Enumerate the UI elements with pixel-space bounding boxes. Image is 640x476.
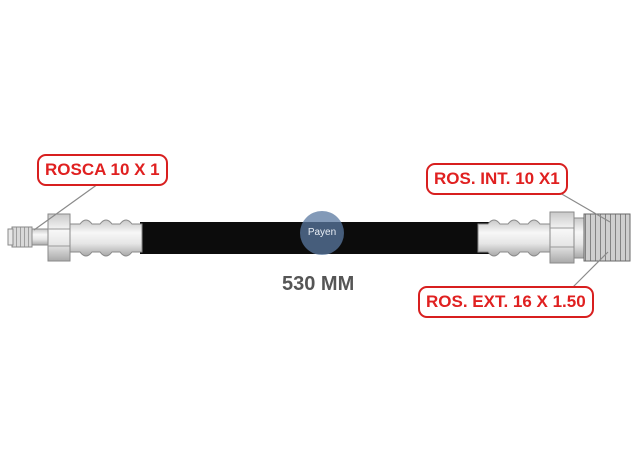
left-crimp-ferrule: [69, 219, 143, 257]
left-hex-nut: [47, 213, 71, 262]
right-internal-thread-callout: ROS. INT. 10 X1: [426, 163, 568, 195]
left-fitting: [7, 213, 143, 262]
left-thread-callout: ROSCA 10 X 1: [37, 154, 168, 186]
brand-logo: Payen: [300, 211, 344, 255]
hose-length-label: 530 MM: [282, 273, 355, 295]
right-ext-leader-line: [571, 251, 609, 289]
right-crimp-ferrule: [477, 219, 551, 257]
left-leader-line: [33, 183, 99, 231]
right-fitting: [477, 211, 631, 264]
right-external-thread-callout: ROS. EXT. 16 X 1.50: [418, 286, 594, 318]
right-int-leader-line: [559, 192, 611, 223]
right-hex-nut: [549, 211, 575, 264]
right-external-thread: [583, 213, 631, 262]
left-thread-stub: [11, 226, 33, 248]
